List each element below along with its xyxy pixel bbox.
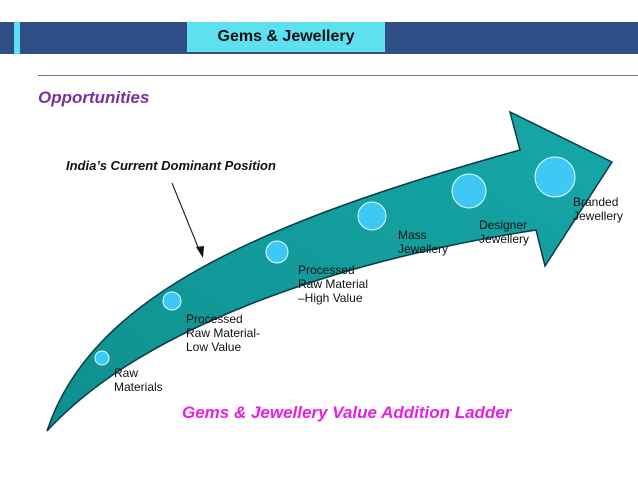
- step-circle-3: [265, 240, 289, 264]
- pointer-line: [171, 182, 201, 253]
- divider: [38, 75, 638, 76]
- step-label-raw-materials: Raw Materials: [114, 366, 163, 394]
- step-label-processed-low: Processed Raw Material- Low Value: [186, 312, 261, 354]
- step-label-mass-jewellery: Mass Jewellery: [398, 228, 449, 256]
- ladder-caption: Gems & Jewellery Value Addition Ladder: [182, 403, 512, 422]
- current-position-label: India’s Current Dominant Position: [66, 158, 276, 173]
- step-circle-1: [94, 350, 110, 366]
- page-title: Gems & Jewellery: [187, 22, 385, 52]
- section-heading: Opportunities: [38, 88, 150, 107]
- step-circle-4: [357, 201, 387, 231]
- step-label-designer-jewellery: Designer Jewellery: [479, 218, 530, 246]
- step-circle-5: [451, 173, 487, 209]
- pointer-arrowhead: [196, 246, 204, 258]
- step-circle-6: [534, 156, 576, 198]
- step-circle-2: [162, 291, 182, 311]
- step-label-branded-jewellery: Branded Jewellery: [573, 195, 624, 223]
- step-label-processed-high: Processed Raw Material –High Value: [298, 263, 369, 305]
